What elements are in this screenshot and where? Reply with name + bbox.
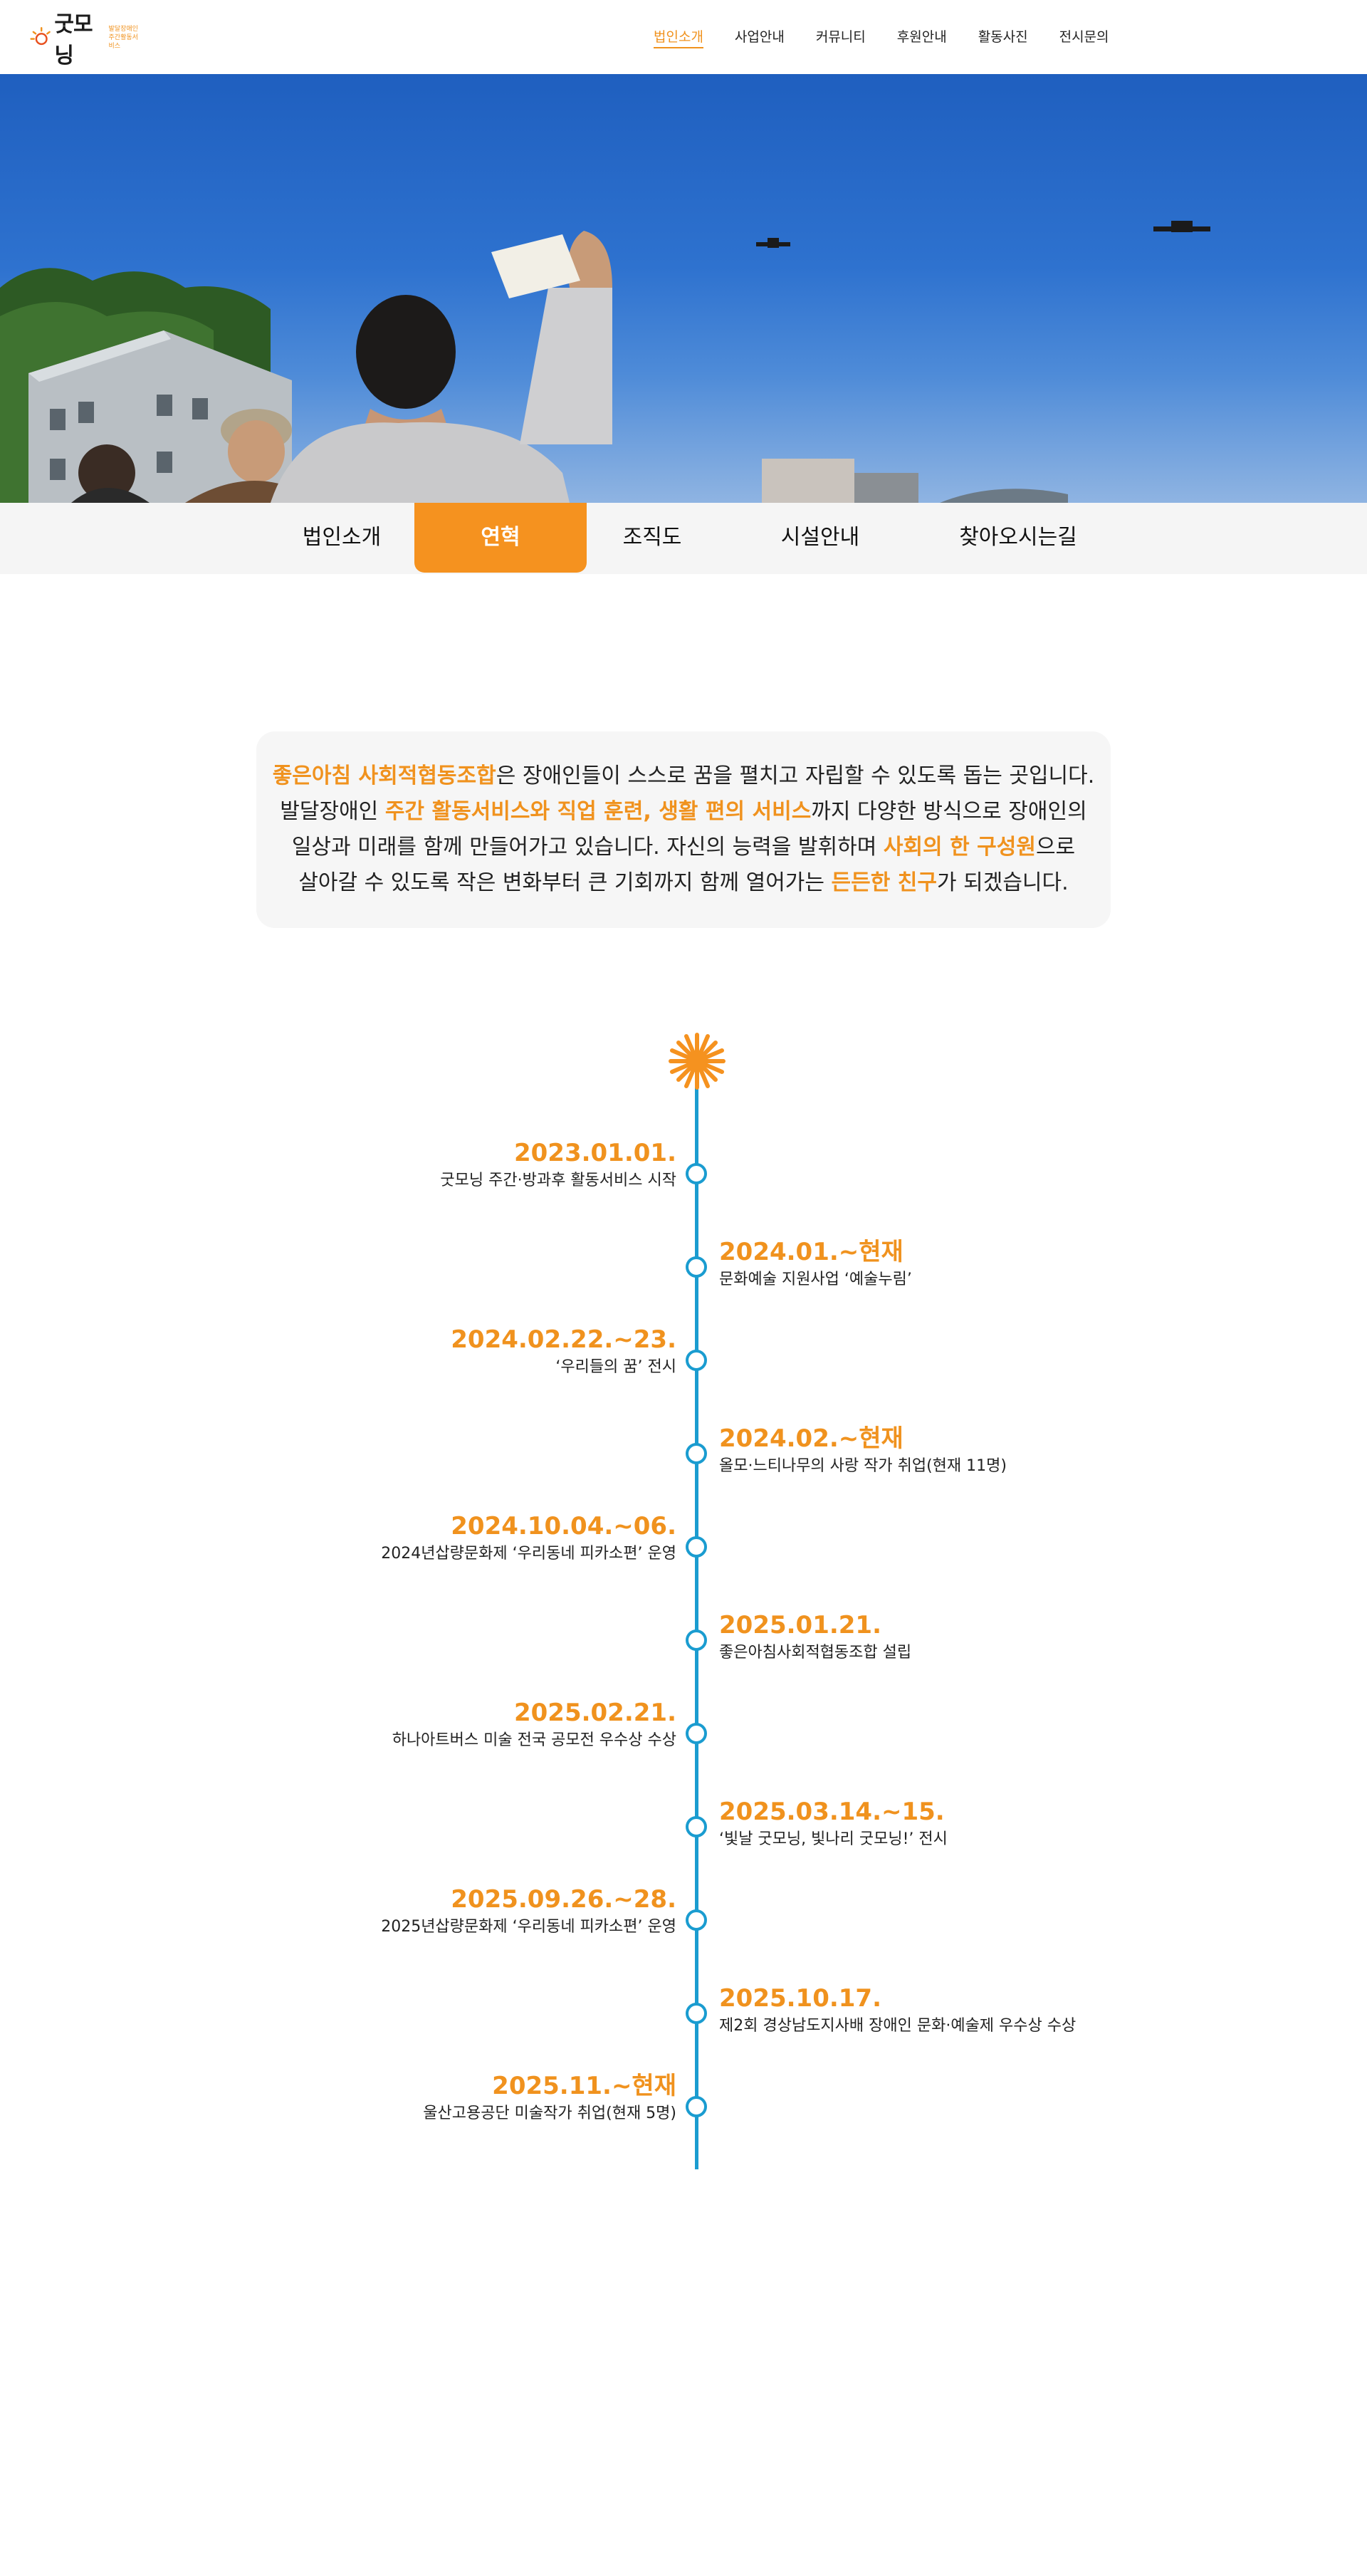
timeline-date: 2023.01.01.: [513, 1139, 676, 1167]
intro-text-1: 은 장애인들이 스스로 꿈을 펼치고 자립할 수 있도록 돕는 곳입니다.: [496, 763, 1095, 788]
timeline-dot: [686, 1163, 707, 1184]
timeline-entry: 2025.02.21. 하나아트버스 미술 전국 공모전 우수상 수상: [392, 1698, 676, 1752]
timeline-entry: 2024.10.04.~06. 2024년삽량문화제 ‘우리동네 피카소편’ 운영: [381, 1511, 676, 1565]
timeline-dot: [686, 1443, 707, 1464]
intro-line-2: 발달장애인 주간 활동서비스와 직업 훈련, 생활 편의 서비스까지 다양한 방…: [256, 794, 1111, 830]
timeline-description: ‘빛날 굿모닝, 빛나리 굿모닝!’ 전시: [719, 1830, 948, 1848]
timeline-dot: [686, 2003, 707, 2024]
main-nav: 법인소개 사업안내 커뮤니티 후원안내 활동사진 전시문의: [654, 27, 1141, 48]
tab-about[interactable]: 법인소개: [302, 525, 382, 550]
timeline-description: 하나아트버스 미술 전국 공모전 우수상 수상: [392, 1731, 676, 1749]
timeline-date: 2024.01.~현재: [719, 1238, 904, 1266]
timeline-description: ‘우리들의 꿈’ 전시: [555, 1358, 676, 1376]
timeline-line: [695, 1068, 698, 2169]
intro-text-3a: 일상과 미래를 함께 만들어가고 있습니다. 자신의 능력을 발휘하며: [291, 835, 884, 860]
tab-directions[interactable]: 찾아오시는길: [959, 525, 1077, 550]
timeline-dot: [686, 1909, 707, 1931]
timeline-description: 문화예술 지원사업 ‘예술누림’: [719, 1271, 912, 1288]
timeline-dot: [686, 1536, 707, 1558]
intro-text-3b: 으로: [1035, 835, 1076, 860]
timeline-description: 2025년삽량문화제 ‘우리동네 피카소편’ 운영: [381, 1918, 676, 1936]
intro-highlight-2: 주간 활동서비스와 직업 훈련, 생활 편의 서비스: [384, 799, 812, 824]
timeline-date: 2024.10.04.~06.: [451, 1512, 676, 1540]
site-header: 굿모닝 발달장애인 주간활동서비스 법인소개 사업안내 커뮤니티 후원안내 활동…: [0, 0, 1367, 74]
intro-text-4b: 가 되겠습니다.: [937, 870, 1069, 895]
intro-line-3: 일상과 미래를 함께 만들어가고 있습니다. 자신의 능력을 발휘하며 사회의 …: [256, 830, 1111, 865]
intro-text-2a: 발달장애인: [280, 799, 385, 824]
timeline-date: 2024.02.~현재: [719, 1424, 904, 1453]
timeline-dot: [686, 1629, 707, 1651]
timeline-date: 2025.01.21.: [719, 1611, 882, 1639]
timeline-description: 2024년삽량문화제 ‘우리동네 피카소편’ 운영: [381, 1545, 676, 1563]
intro-highlight-4: 든든한 친구: [831, 870, 937, 895]
timeline-date: 2024.02.22.~23.: [451, 1325, 676, 1354]
logo[interactable]: 굿모닝 발달장애인 주간활동서비스: [30, 12, 144, 68]
nav-item-about[interactable]: 법인소개: [654, 27, 703, 48]
timeline-dot: [686, 2096, 707, 2117]
timeline-dot: [686, 1256, 707, 1278]
tab-history[interactable]: 연혁: [414, 503, 587, 573]
timeline-entry: 2025.10.17. 제2회 경상남도지사배 장애인 문화·예술제 우수상 수상: [719, 1983, 1076, 2038]
nav-item-donation[interactable]: 후원안내: [896, 29, 947, 45]
timeline-entry: 2024.02.22.~23. ‘우리들의 꿈’ 전시: [451, 1325, 676, 1379]
intro-line-1: 좋은아침 사회적협동조합은 장애인들이 스스로 꿈을 펼치고 자립할 수 있도록…: [256, 758, 1111, 794]
logo-sub-line1: 발달장애인: [108, 26, 138, 33]
intro-line-4: 살아갈 수 있도록 작은 변화부터 큰 기회까지 함께 열어가는 든든한 친구가…: [256, 865, 1111, 901]
tab-facilities[interactable]: 시설안내: [780, 525, 860, 550]
nav-item-business[interactable]: 사업안내: [734, 29, 785, 45]
intro-text-4a: 살아갈 수 있도록 작은 변화부터 큰 기회까지 함께 열어가는: [298, 870, 832, 895]
nav-item-community[interactable]: 커뮤니티: [815, 29, 866, 45]
tab-organization[interactable]: 조직도: [622, 525, 682, 550]
timeline-entry: 2025.09.26.~28. 2025년삽량문화제 ‘우리동네 피카소편’ 운영: [381, 1884, 676, 1939]
intro-text-2b: 까지 다양한 방식으로 장애인의: [811, 799, 1087, 824]
timeline-description: 좋은아침사회적협동조합 설립: [719, 1644, 912, 1662]
timeline-description: 올모·느티나무의 사랑 작가 취업(현재 11명): [719, 1457, 1007, 1475]
logo-sub-line2: 주간활동서비스: [108, 34, 138, 50]
timeline-dot: [686, 1723, 707, 1744]
timeline-entry: 2023.01.01. 굿모닝 주간·방과후 활동서비스 시작: [440, 1138, 676, 1192]
sun-logo-icon: [30, 27, 51, 46]
intro-highlight-3: 사회의 한 구성원: [883, 835, 1036, 860]
logo-text: 굿모닝: [54, 12, 93, 68]
hero-illustration: [0, 221, 1210, 503]
timeline-description: 굿모닝 주간·방과후 활동서비스 시작: [440, 1172, 676, 1189]
hero-image: [0, 74, 1367, 503]
timeline-description: 울산고용공단 미술작가 취업(현재 5명): [423, 2105, 676, 2122]
section-tabs: 법인소개 연혁 조직도 시설안내 찾아오시는길: [0, 503, 1367, 574]
timeline-date: 2025.09.26.~28.: [451, 1885, 676, 1914]
timeline-dot: [686, 1350, 707, 1371]
timeline-entry: 2025.03.14.~15. ‘빛날 굿모닝, 빛나리 굿모닝!’ 전시: [719, 1797, 948, 1851]
timeline-date: 2025.10.17.: [719, 1984, 882, 2013]
timeline-date: 2025.03.14.~15.: [719, 1798, 945, 1826]
nav-item-exhibition[interactable]: 전시문의: [1059, 29, 1109, 45]
intro-box: 좋은아침 사회적협동조합은 장애인들이 스스로 꿈을 펼치고 자립할 수 있도록…: [256, 731, 1111, 928]
timeline-date: 2025.02.21.: [513, 1699, 676, 1727]
timeline-entry: 2025.01.21. 좋은아침사회적협동조합 설립: [719, 1610, 911, 1664]
nav-item-photos[interactable]: 활동사진: [978, 29, 1028, 45]
timeline-date: 2025.11.~현재: [492, 2072, 676, 2100]
logo-subtitle: 발달장애인 주간활동서비스: [109, 25, 144, 51]
intro-highlight-1: 좋은아침 사회적협동조합: [272, 763, 496, 788]
timeline-description: 제2회 경상남도지사배 장애인 문화·예술제 우수상 수상: [719, 2017, 1077, 2035]
timeline-dot: [686, 1816, 707, 1837]
sun-burst-icon: [669, 1033, 726, 1090]
